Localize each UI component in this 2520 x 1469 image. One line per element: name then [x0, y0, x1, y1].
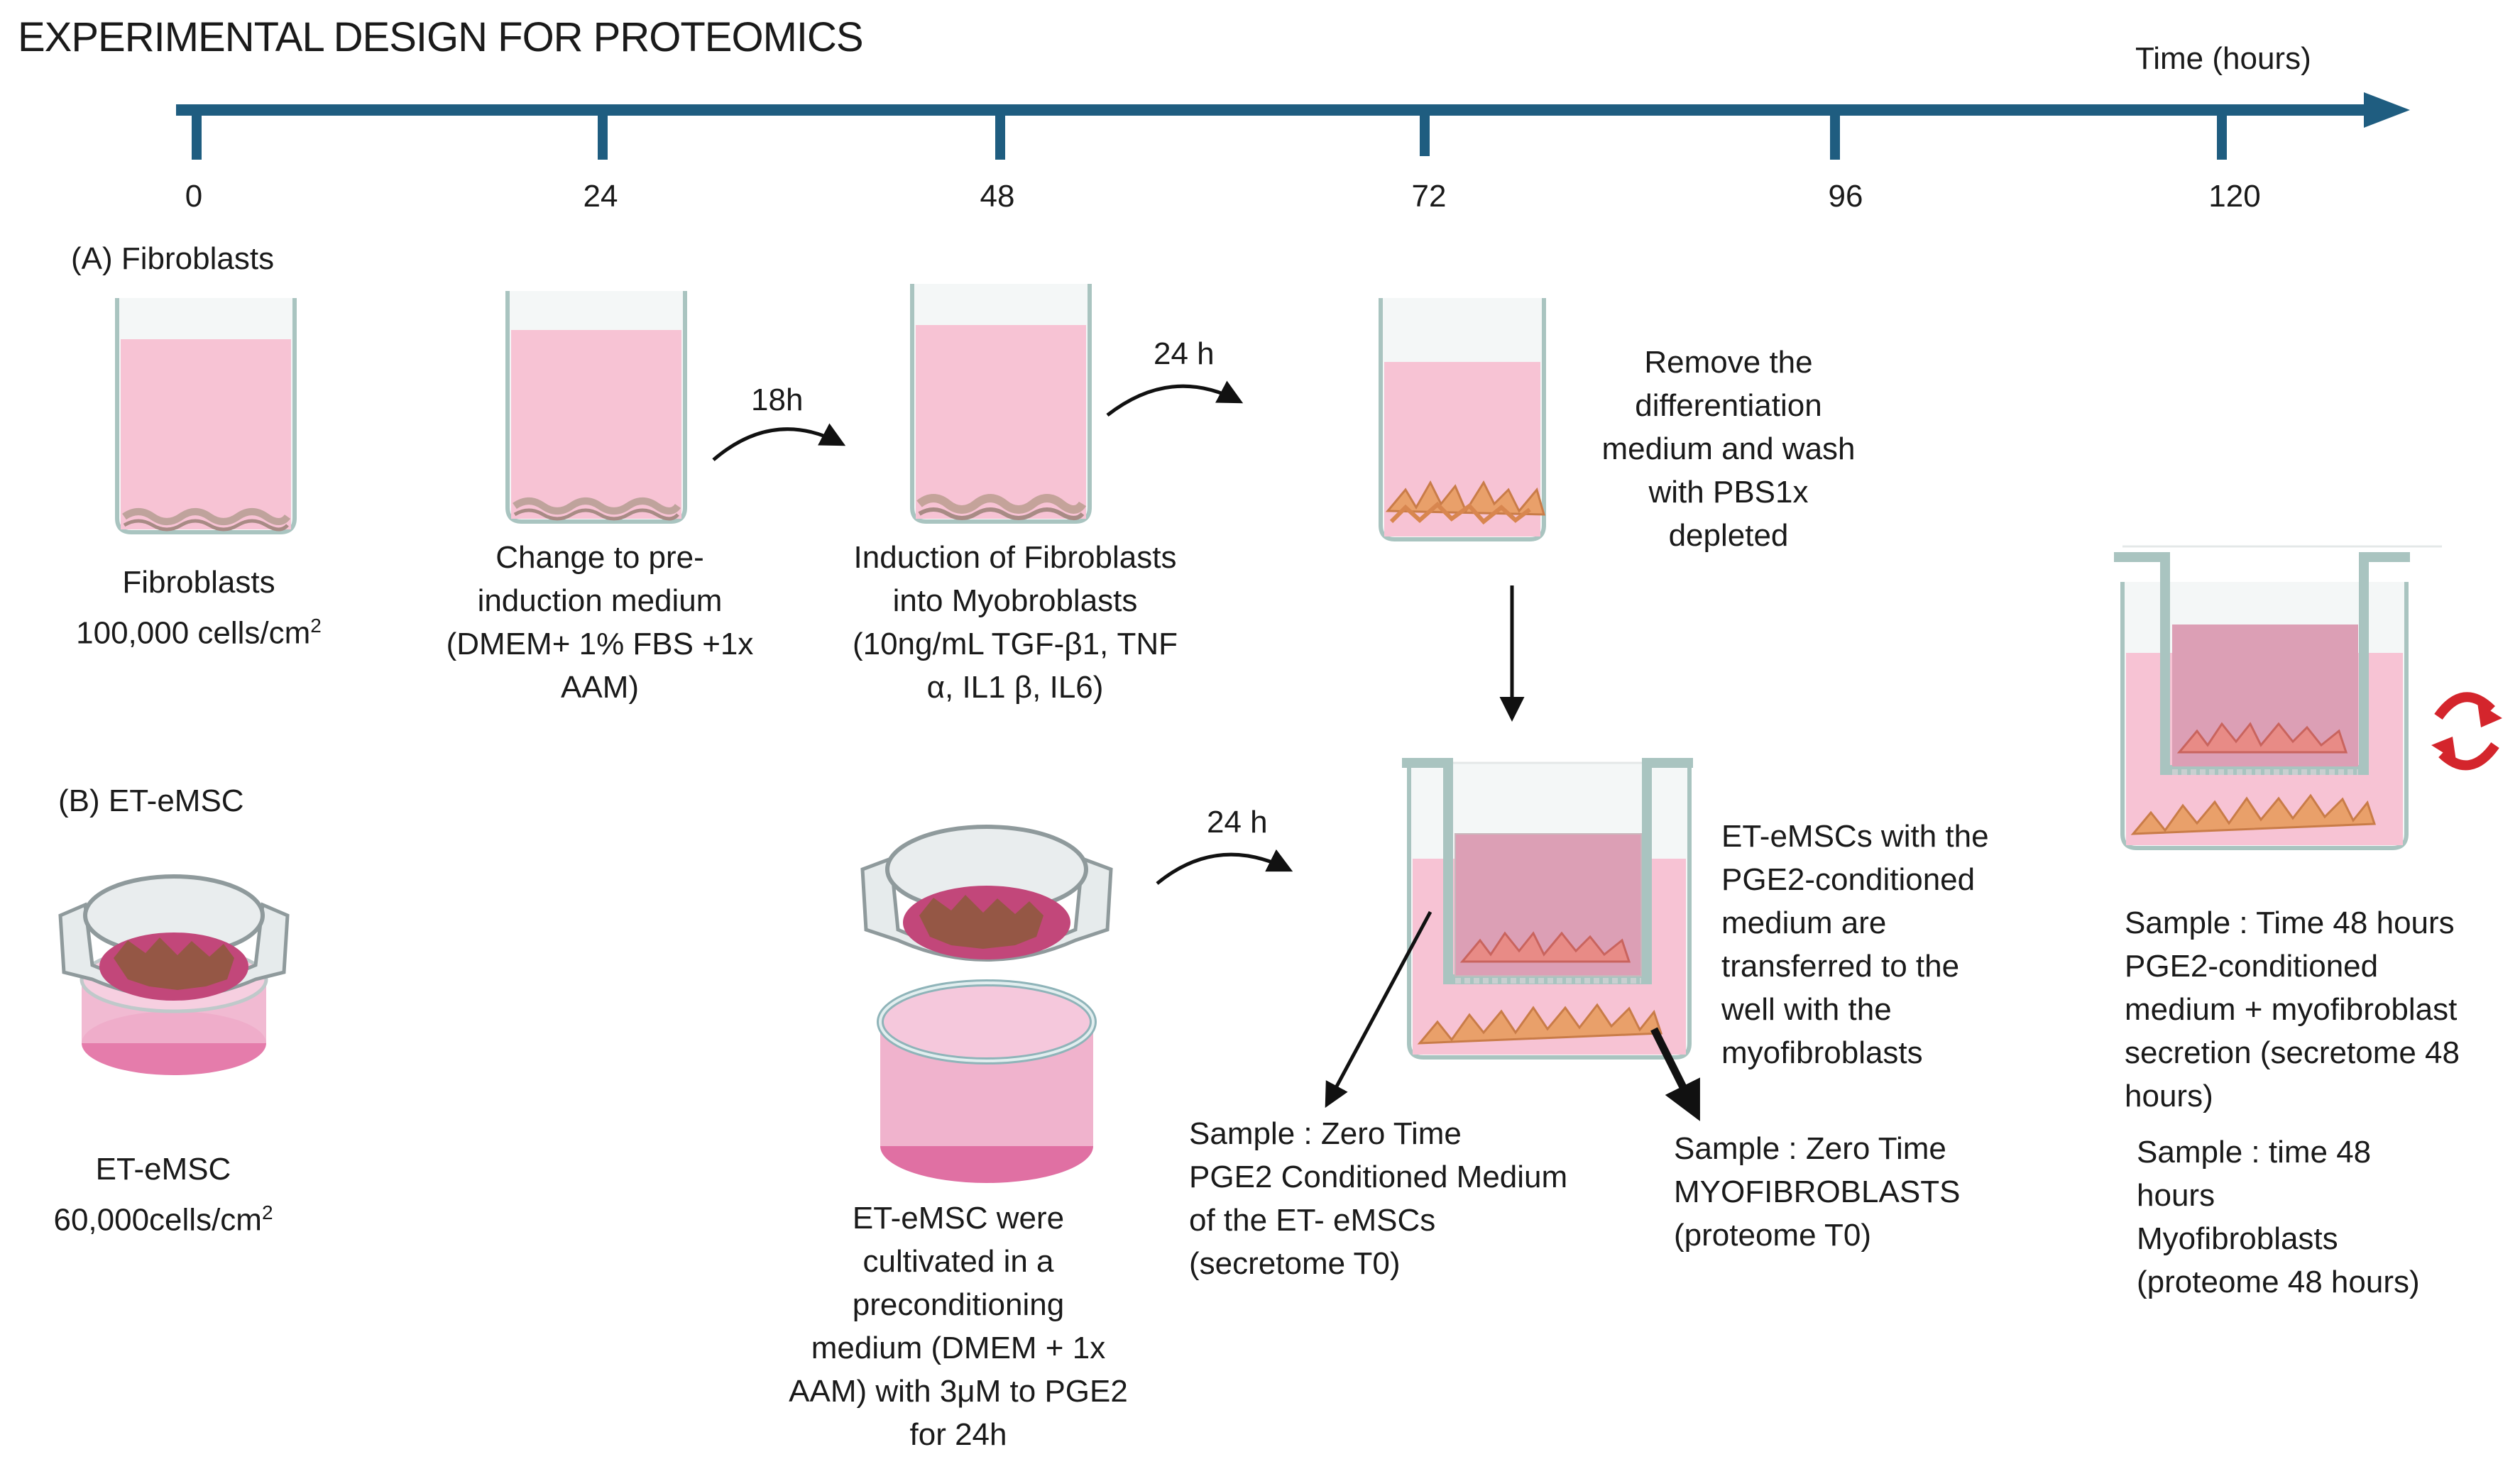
well-preinduction: [505, 291, 687, 524]
timeline-tick-24: [598, 110, 608, 160]
diagram-title: EXPERIMENTAL DESIGN FOR PROTEOMICS: [18, 14, 864, 60]
well-induction: [910, 284, 1092, 524]
precondition-step-label: ET-eMSC were cultivated in a preconditio…: [789, 1201, 1128, 1452]
well-myofibroblasts: [1379, 298, 1546, 541]
arrow-18h: [712, 423, 846, 461]
timeline: [176, 92, 2410, 160]
transwell-t0: [1402, 758, 1693, 1060]
tick-label-48: 48: [980, 179, 1015, 214]
emsc-insert-preconditioned: [860, 825, 1113, 1183]
sample-proteome-48-label: Sample : time 48 hours Myofibroblasts (p…: [2137, 1135, 2420, 1299]
arrow-proteome-t0: [1650, 1027, 1700, 1121]
sample-secretome-t0-label: Sample : Zero Time PGE2 Conditioned Medi…: [1189, 1116, 1568, 1281]
section-a-label: (A) Fibroblasts: [71, 241, 275, 276]
timeline-tick-0: [192, 110, 202, 160]
timeline-tick-120: [2217, 110, 2227, 160]
sample-secretome-48-label: Sample : Time 48 hours PGE2-conditioned …: [2125, 906, 2460, 1113]
wash-step-label: Remove the differentiation medium and wa…: [1601, 345, 1856, 553]
arrow-18h-label: 18h: [751, 383, 804, 417]
tick-label-0: 0: [185, 179, 203, 214]
timeline-arrowhead: [2364, 92, 2410, 128]
timeline-tick-96: [1830, 110, 1840, 160]
tick-label-96: 96: [1828, 179, 1863, 214]
timeline-axis-label: Time (hours): [2135, 41, 2311, 76]
emsc-insert-seeded: [58, 874, 290, 1075]
arrow-24h-a: [1106, 380, 1244, 417]
arrow-24h-b-label: 24 h: [1207, 805, 1268, 840]
induction-step-label: Induction of Fibroblasts into Myobroblas…: [852, 540, 1178, 705]
well-fibroblasts-seeded: [115, 298, 297, 534]
tick-label-72: 72: [1411, 179, 1447, 214]
tick-label-24: 24: [583, 179, 618, 214]
section-b-label: (B) ET-eMSC: [58, 783, 244, 818]
fibroblast-seed-label: Fibroblasts 100,000 cells/cm2: [76, 565, 322, 651]
preinduction-step-label: Change to pre- induction medium (DMEM+ 1…: [446, 540, 754, 705]
transfer-step-label: ET-eMSCs with the PGE2-conditioned mediu…: [1721, 819, 1989, 1070]
exchange-cycle-icon: [2431, 692, 2502, 771]
arrow-24h-b: [1156, 849, 1293, 885]
arrow-24h-a-label: 24 h: [1154, 336, 1215, 371]
transwell-48h: [2114, 545, 2442, 850]
timeline-tick-72: [1420, 110, 1430, 156]
emsc-seed-label: ET-eMSC 60,000cells/cm2: [53, 1152, 273, 1238]
timeline-tick-48: [995, 110, 1005, 160]
sample-proteome-t0-label: Sample : Zero Time MYOFIBROBLASTS (prote…: [1674, 1131, 1961, 1253]
arrow-secretome-t0: [1325, 910, 1432, 1108]
tick-label-120: 120: [2208, 179, 2261, 214]
